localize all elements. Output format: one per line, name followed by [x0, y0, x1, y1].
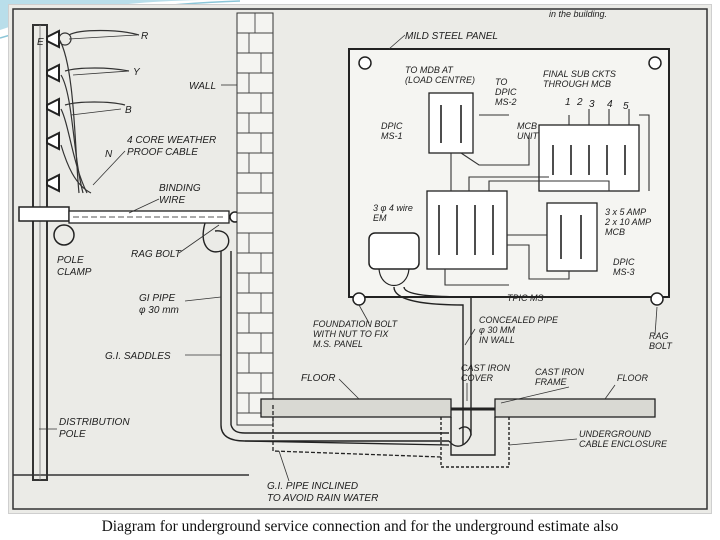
- gi-pipe: [202, 222, 449, 442]
- slide-caption: Diagram for underground service connecti…: [101, 518, 619, 535]
- service-connection-diagram: in the building. R Y B N E WALL 4 CORE W…: [9, 5, 711, 513]
- label-n3: 3: [589, 99, 595, 110]
- label-ci-cover-1: CAST IRON: [461, 363, 511, 373]
- label-n: N: [105, 149, 113, 160]
- label-enclosure-1: UNDERGROUND: [579, 429, 652, 439]
- diagram-photo: in the building. R Y B N E WALL 4 CORE W…: [8, 4, 712, 514]
- label-final-sub-1: FINAL SUB CKTS: [543, 69, 616, 79]
- insulators: [46, 29, 60, 193]
- label-gi-pipe-1: GI PIPE: [139, 293, 175, 304]
- label-rag-bolt-right-1: RAG: [649, 331, 669, 341]
- label-rag-bolt-right-2: BOLT: [649, 341, 673, 351]
- label-gi-inclined-1: G.I. PIPE INCLINED: [267, 481, 358, 492]
- label-mcb-unit-1: MCB: [517, 121, 537, 131]
- label-n5: 5: [623, 101, 629, 112]
- label-ci-cover-2: COVER: [461, 373, 494, 383]
- brick-wall: [236, 12, 274, 426]
- label-to-mdb-1: TO MDB AT: [405, 65, 454, 75]
- label-dpic-ms3-1: DPIC: [613, 257, 635, 267]
- label-enclosure-2: CABLE ENCLOSURE: [579, 439, 668, 449]
- label-em-2: EM: [373, 213, 387, 223]
- label-ci-frame-1: CAST IRON: [535, 367, 585, 377]
- label-foundation-2: WITH NUT TO FIX: [313, 329, 389, 339]
- label-binding-2: WIRE: [159, 195, 185, 206]
- top-fragment: in the building.: [549, 9, 607, 19]
- label-cable-2: PROOF CABLE: [127, 147, 198, 158]
- label-em-1: 3 φ 4 wire: [373, 203, 413, 213]
- cable-enclosure: [440, 417, 510, 468]
- label-rag-bolt-left: RAG BOLT: [131, 249, 182, 260]
- label-floor-left: FLOOR: [301, 373, 335, 384]
- label-amp-3: MCB: [605, 227, 625, 237]
- label-panel: MILD STEEL PANEL: [405, 31, 498, 42]
- label-concealed-2: φ 30 MM: [479, 325, 515, 335]
- label-to-dpic-3: MS-2: [495, 97, 517, 107]
- energy-meter: [368, 232, 472, 445]
- label-n1: 1: [565, 97, 571, 108]
- label-amp-1: 3 x 5 AMP: [605, 207, 646, 217]
- label-to-dpic-2: DPIC: [495, 87, 517, 97]
- label-gi-inclined-2: TO AVOID RAIN WATER: [267, 493, 378, 504]
- label-to-mdb-2: (LOAD CENTRE): [405, 75, 475, 85]
- label-cable-1: 4 CORE WEATHER: [127, 135, 216, 146]
- label-amp-2: 2 x 10 AMP: [604, 217, 651, 227]
- label-b: B: [125, 105, 132, 116]
- label-dpic-ms1-2: MS-1: [381, 131, 403, 141]
- label-final-sub-2: THROUGH MCB: [543, 79, 611, 89]
- label-gi-pipe-2: φ 30 mm: [139, 305, 179, 316]
- label-tpic-ms: TPIC MS: [507, 293, 544, 303]
- label-gi-saddles: G.I. SADDLES: [105, 351, 171, 362]
- label-binding-1: BINDING: [159, 183, 201, 194]
- label-concealed-1: CONCEALED PIPE: [479, 315, 559, 325]
- label-n4: 4: [607, 99, 613, 110]
- distribution-pole: [32, 24, 48, 481]
- label-foundation-3: M.S. PANEL: [313, 339, 363, 349]
- label-to-dpic-1: TO: [495, 77, 507, 87]
- label-dist-pole-1: DISTRIBUTION: [59, 417, 130, 428]
- label-wall: WALL: [189, 81, 216, 92]
- label-ci-frame-2: FRAME: [535, 377, 567, 387]
- label-e: E: [37, 37, 44, 48]
- label-r: R: [141, 31, 148, 42]
- label-dist-pole-2: POLE: [59, 429, 86, 440]
- label-mcb-unit-2: UNIT: [517, 131, 539, 141]
- label-n2: 2: [576, 97, 583, 108]
- label-dpic-ms3-2: MS-3: [613, 267, 635, 277]
- label-foundation-1: FOUNDATION BOLT: [313, 319, 399, 329]
- label-pole-clamp-2: CLAMP: [57, 267, 92, 278]
- label-y: Y: [133, 67, 141, 78]
- weather-proof-cable: [68, 210, 241, 224]
- label-dpic-ms1-1: DPIC: [381, 121, 403, 131]
- label-floor-right: FLOOR: [617, 373, 649, 383]
- label-pole-clamp-1: POLE: [57, 255, 84, 266]
- label-concealed-3: IN WALL: [479, 335, 515, 345]
- floor-slab: [260, 398, 656, 418]
